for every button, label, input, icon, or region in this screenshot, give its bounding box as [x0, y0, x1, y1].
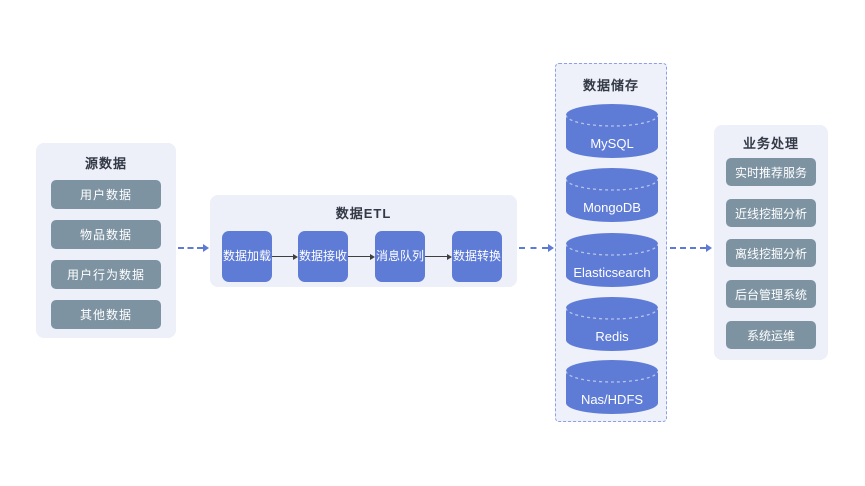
database-cylinder-icon: [566, 233, 658, 287]
solid-line: [348, 256, 370, 257]
data-storage-panel: 数据储存 MySQL MongoDB Elasticsearch: [555, 63, 667, 422]
dashed-line: [178, 246, 203, 249]
database-label: Elasticsearch: [573, 265, 651, 280]
business-item-admin-system: 后台管理系统: [726, 280, 816, 308]
source-item-user-behavior-data: 用户行为数据: [51, 260, 161, 289]
database-cylinder-redis: Redis: [566, 297, 658, 351]
flow-arrow-storage-to-business: [670, 243, 712, 252]
database-cylinder-elasticsearch: Elasticsearch: [566, 233, 658, 287]
storage-panel-title: 数据储存: [582, 78, 639, 93]
arrowhead-icon: [447, 253, 452, 260]
database-cylinder-mysql: MySQL: [566, 104, 658, 158]
database-label: Redis: [595, 329, 629, 344]
solid-line: [272, 256, 293, 257]
etl-step-message-queue: 消息队列: [375, 231, 425, 282]
etl-step-transform: 数据转换: [452, 231, 502, 282]
business-item-system-ops: 系统运维: [726, 321, 816, 349]
etl-panel-title: 数据ETL: [335, 206, 392, 221]
etl-panel: 数据ETL 数据加载 数据接收 消息队列 数据转换: [210, 195, 517, 287]
business-processing-panel: 业务处理 实时推荐服务 近线挖掘分析 离线挖掘分析 后台管理系统 系统运维: [714, 125, 828, 360]
source-data-panel: 源数据 用户数据 物品数据 用户行为数据 其他数据: [36, 143, 176, 338]
source-item-item-data: 物品数据: [51, 220, 161, 249]
arrowhead-icon: [548, 243, 554, 252]
dashed-line: [670, 246, 706, 249]
flow-arrow-etl-to-storage: [519, 243, 554, 252]
database-cylinder-icon: [566, 104, 658, 158]
business-item-offline-mining: 离线挖掘分析: [726, 239, 816, 267]
database-label: Nas/HDFS: [580, 392, 644, 407]
solid-line: [425, 256, 447, 257]
arrowhead-icon: [203, 243, 209, 252]
business-panel-title: 业务处理: [742, 136, 799, 151]
flow-arrow-source-to-etl: [178, 243, 209, 252]
arrowhead-icon: [370, 253, 375, 260]
database-cylinder-icon: [566, 360, 658, 414]
etl-arrow-2: [348, 252, 375, 261]
etl-step-receive: 数据接收: [298, 231, 348, 282]
etl-arrow-1: [272, 252, 298, 261]
source-item-other-data: 其他数据: [51, 300, 161, 329]
source-panel-title: 源数据: [84, 156, 127, 171]
etl-arrow-3: [425, 252, 452, 261]
source-item-user-data: 用户数据: [51, 180, 161, 209]
business-item-realtime-recommendation: 实时推荐服务: [726, 158, 816, 186]
database-cylinder-nas-hdfs: Nas/HDFS: [566, 360, 658, 414]
database-label: MySQL: [590, 136, 634, 151]
database-cylinder-icon: [566, 297, 658, 351]
dashed-line: [519, 246, 548, 249]
database-cylinder-mongodb: MongoDB: [566, 168, 658, 222]
database-label: MongoDB: [583, 200, 641, 215]
etl-step-load: 数据加载: [222, 231, 272, 282]
arrowhead-icon: [706, 243, 712, 252]
database-cylinder-icon: [566, 168, 658, 222]
business-item-nearline-mining: 近线挖掘分析: [726, 199, 816, 227]
arrowhead-icon: [293, 253, 298, 260]
